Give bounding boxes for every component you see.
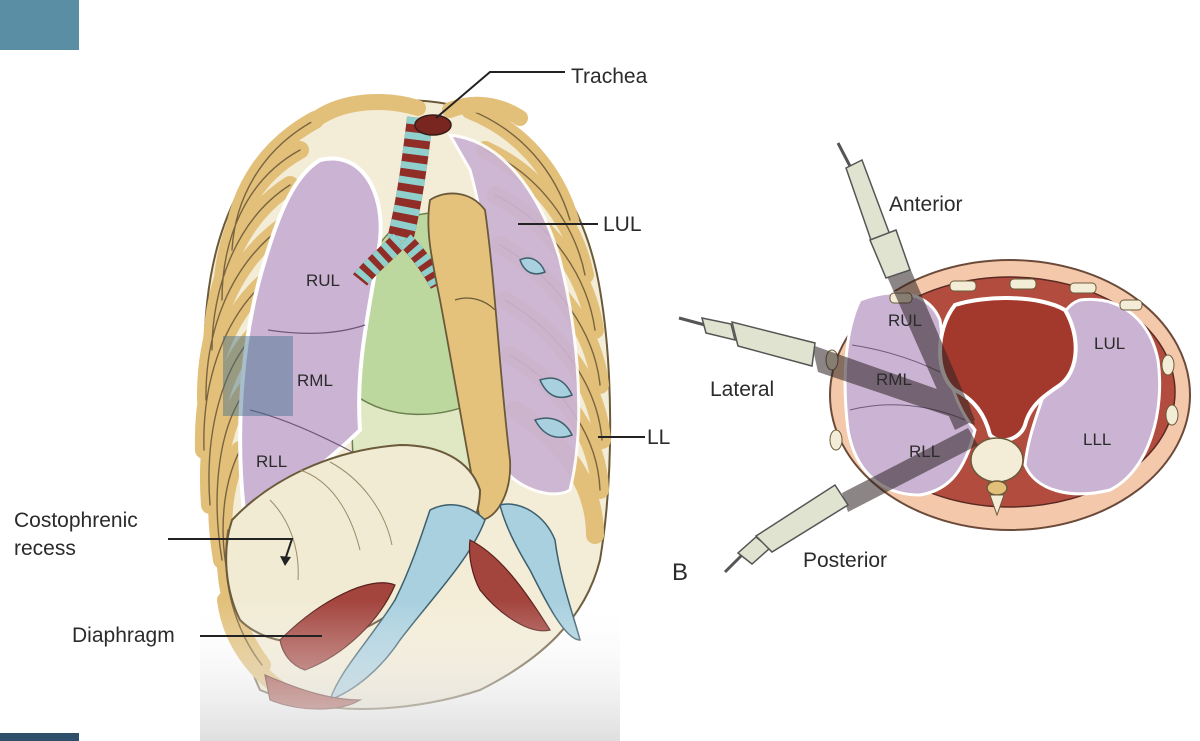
thoracic-cage-illustration — [194, 94, 620, 741]
bottom-tab — [0, 733, 79, 741]
right-lung-fissure-horizontal — [267, 324, 366, 334]
vertebra — [970, 437, 1024, 483]
spinal-canal — [986, 480, 1008, 496]
ll-label: LL — [647, 426, 670, 449]
costophrenic-label-line2: recess — [14, 537, 76, 560]
clavicle-left — [442, 96, 528, 126]
section-lul-label: LUL — [1094, 334, 1125, 353]
section-rml-label: RML — [876, 370, 912, 389]
costophrenic-arrowhead — [280, 556, 291, 566]
axial-section-illustration — [678, 142, 1191, 574]
costophrenic-label-line1: Costophrenic — [14, 509, 138, 532]
lul-label: LUL — [603, 213, 642, 236]
section-rul-label: RUL — [888, 311, 922, 330]
section-rll-label: RLL — [909, 442, 940, 461]
figure-b-labels: Anterior Lateral Posterior B RUL RML RLL… — [672, 193, 1125, 586]
trachea-label: Trachea — [571, 65, 648, 88]
figure-a-labels: Trachea LUL LL RUL RML RLL Costophrenic … — [14, 65, 670, 647]
bottom-fade — [200, 600, 620, 741]
corner-tab — [0, 0, 79, 50]
section-lll-label: LLL — [1083, 430, 1111, 449]
right-lung-fissure-oblique — [249, 409, 359, 456]
panel-letter-b: B — [672, 559, 688, 586]
costophrenic-leader-line — [168, 538, 294, 561]
posterior-label: Posterior — [803, 549, 887, 572]
trachea-leader-line — [435, 71, 565, 119]
rul-label: RUL — [306, 271, 340, 290]
rml-label: RML — [297, 371, 333, 390]
transducer-posterior — [723, 483, 850, 574]
clavicle-right — [310, 94, 426, 126]
lateral-label: Lateral — [710, 378, 774, 401]
ultrasound-beams — [812, 268, 978, 512]
rll-label: RLL — [256, 452, 287, 471]
anterior-label: Anterior — [889, 193, 963, 216]
transducer-anterior — [836, 142, 911, 279]
transducer-lateral — [678, 316, 816, 367]
diaphragm-label: Diaphragm — [72, 624, 175, 647]
acoustic-window-overlay — [223, 336, 293, 416]
sternum — [427, 192, 511, 521]
